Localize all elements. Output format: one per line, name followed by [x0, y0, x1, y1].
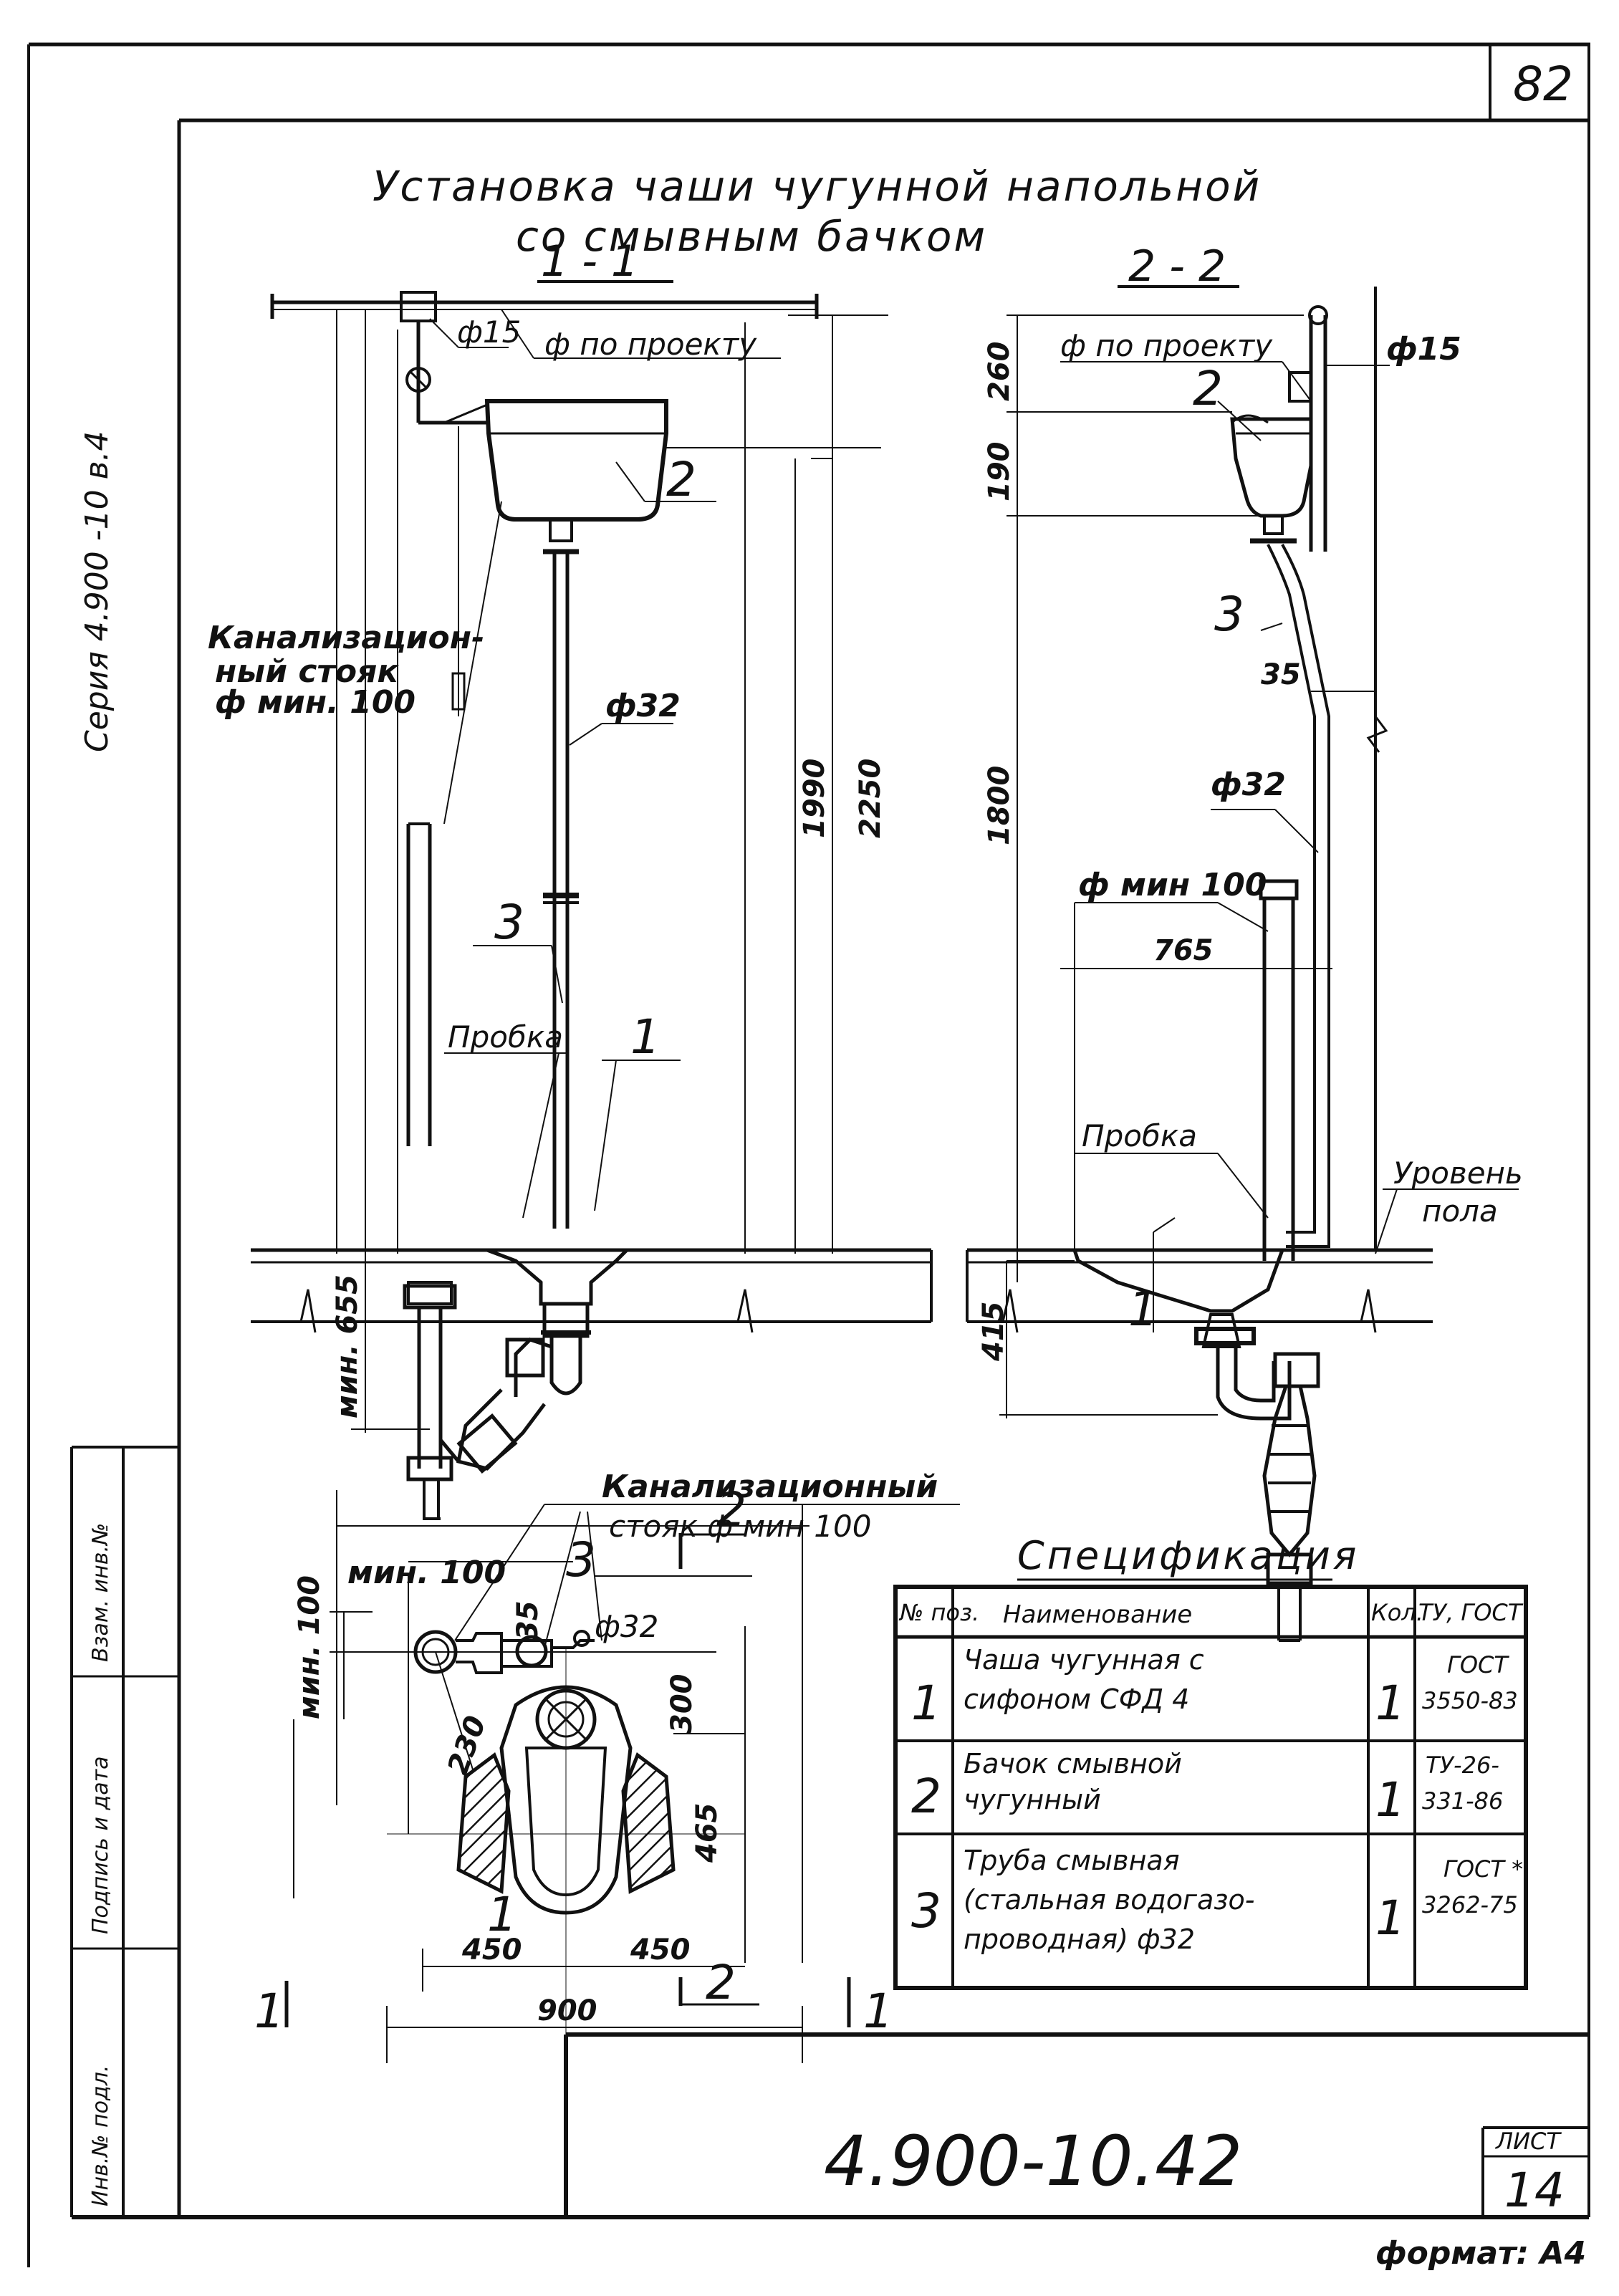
plan-dim-900: 900 [537, 1994, 597, 2027]
spec-row3-name-1: Труба смывная [964, 1845, 1180, 1876]
title-block [564, 2032, 1589, 2217]
spec-row1-std-1: ГОСТ [1447, 1651, 1509, 1678]
plan-cut-1-left: 1 [254, 1984, 284, 2039]
sec1-pos-3: 3 [494, 895, 524, 950]
sec1-per-project-label: ф по проекту [544, 327, 757, 362]
title-line-1: Установка чаши чугунной напольной [373, 162, 1262, 211]
sec1-stack-label-3: ф мин. 100 [215, 684, 415, 721]
sec1-pos-1: 1 [630, 1009, 660, 1065]
sec2-dim-190: 190 [983, 442, 1016, 502]
spec-row1-name-2: сифоном СФД 4 [964, 1683, 1189, 1715]
sec1-dim-1990: 1990 [798, 759, 831, 838]
sec2-per-project-label: ф по проекту [1060, 328, 1273, 363]
sec1-dim-2250: 2250 [854, 759, 887, 838]
plan-d32-label: ф32 [595, 1609, 658, 1644]
spec-row1-std-2: 3550-83 [1422, 1687, 1518, 1714]
spec-row1-pos: 1 [911, 1676, 941, 1731]
plan-cut-1-right: 1 [863, 1984, 893, 2039]
format-label: формат: А4 [1375, 2235, 1586, 2272]
plan-min100-v: мин. 100 [293, 1575, 326, 1719]
spec-row2-std-1: ТУ-26- [1426, 1752, 1499, 1779]
stamp-replace-inv: Взам. инв.№ [88, 1523, 113, 1662]
spec-header-qty: Кол. [1371, 1599, 1423, 1626]
spec-row1-qty: 1 [1375, 1676, 1406, 1731]
spec-row3-std-1: ГОСТ * [1443, 1855, 1523, 1883]
sheet-frame [27, 42, 1590, 2267]
plan-dim-450-right: 450 [630, 1934, 691, 1966]
sheet-label: ЛИСТ [1495, 2128, 1562, 2155]
spec-row2-pos: 2 [911, 1769, 941, 1824]
spec-row2-name-1: Бачок смывной [964, 1748, 1182, 1779]
section-2-label: 2 - 2 [1128, 241, 1226, 292]
drawing-code: 4.900-10.42 [824, 2121, 1242, 2201]
sec2-dim-415: 415 [977, 1302, 1010, 1363]
sec2-d15-label: ф15 [1386, 331, 1461, 368]
sec1-plug-label: Пробка [448, 1019, 563, 1055]
sec2-dim-1800: 1800 [983, 766, 1016, 845]
spec-row1-name-1: Чаша чугунная с [964, 1644, 1204, 1676]
sec2-floor-label-2: пола [1422, 1193, 1498, 1229]
stamp-inv-no: Инв.№ подл. [88, 2065, 113, 2206]
sec2-pos-2: 2 [1193, 361, 1223, 416]
plan-min100-h: мин. 100 [347, 1555, 506, 1591]
sec1-dim-min655: мин. 655 [331, 1274, 364, 1418]
plan-pos-1: 1 [487, 1887, 517, 1942]
sec2-pos-3: 3 [1214, 587, 1244, 642]
plan-pos-3: 3 [566, 1532, 596, 1587]
plan-stack-label-1: Канализационный [602, 1469, 938, 1505]
plan-stack-label-2: стояк ф мин 100 [609, 1509, 871, 1544]
spec-heading: Спецификация [1017, 1533, 1359, 1578]
page-number: 82 [1513, 57, 1573, 112]
section-2-2 [966, 285, 1519, 1642]
side-series-label: Серия 4.900 -10 в.4 [79, 431, 115, 753]
spec-row3-qty: 1 [1375, 1891, 1406, 1946]
stamp-signature-date: Подпись и дата [88, 1757, 113, 1935]
spec-row3-std-2: 3262-75 [1422, 1891, 1518, 1918]
spec-header-pos: № поз. [898, 1599, 979, 1626]
section-1-label: 1 - 1 [541, 236, 638, 287]
spec-row3-name-2: (стальная водогазо- [964, 1884, 1254, 1916]
spec-row3-pos: 3 [911, 1883, 941, 1939]
sec1-d15-label: ф15 [457, 314, 521, 350]
spec-table [893, 1585, 1528, 1990]
stamp-column [70, 1446, 179, 2217]
sec2-plug-label: Пробка [1082, 1118, 1197, 1153]
plan-cut-2-top: 2 [716, 1482, 746, 1537]
sec2-d32-label: ф32 [1211, 767, 1286, 803]
spec-row2-qty: 1 [1375, 1772, 1406, 1827]
spec-header-std: ТУ, ГОСТ [1418, 1599, 1524, 1626]
plan-view [284, 1490, 960, 2063]
title-line-2: со смывным бачком [516, 212, 987, 261]
sec2-dmin100-label: ф мин 100 [1078, 867, 1267, 903]
sec2-floor-label-1: Уровень [1393, 1156, 1523, 1191]
spec-row3-name-3: проводная) ф32 [964, 1923, 1195, 1955]
plan-cut-2-bottom: 2 [706, 1955, 736, 2010]
plan-dim-465: 465 [691, 1803, 724, 1864]
spec-row2-std-2: 331-86 [1422, 1787, 1503, 1815]
sec2-dim-35: 35 [1261, 658, 1301, 691]
spec-header-name: Наименование [1003, 1600, 1192, 1629]
sec2-pos-1: 1 [1128, 1282, 1158, 1337]
plan-dim-35: 35 [511, 1600, 544, 1641]
section-1-1 [251, 280, 933, 1520]
sec1-stack-label-2: ный стояк [215, 653, 399, 690]
plan-dim-450-left: 450 [461, 1934, 522, 1966]
sheet-number: 14 [1504, 2163, 1565, 2218]
sec2-dim-765: 765 [1153, 934, 1214, 967]
sec2-dim-260: 260 [983, 342, 1016, 402]
sec1-stack-label-1: Канализацион- [208, 620, 484, 656]
spec-row2-name-2: чугунный [964, 1784, 1101, 1815]
sec1-d32-label: ф32 [605, 688, 681, 724]
sec1-pos-2: 2 [666, 452, 696, 507]
plan-dim-300: 300 [666, 1674, 698, 1734]
